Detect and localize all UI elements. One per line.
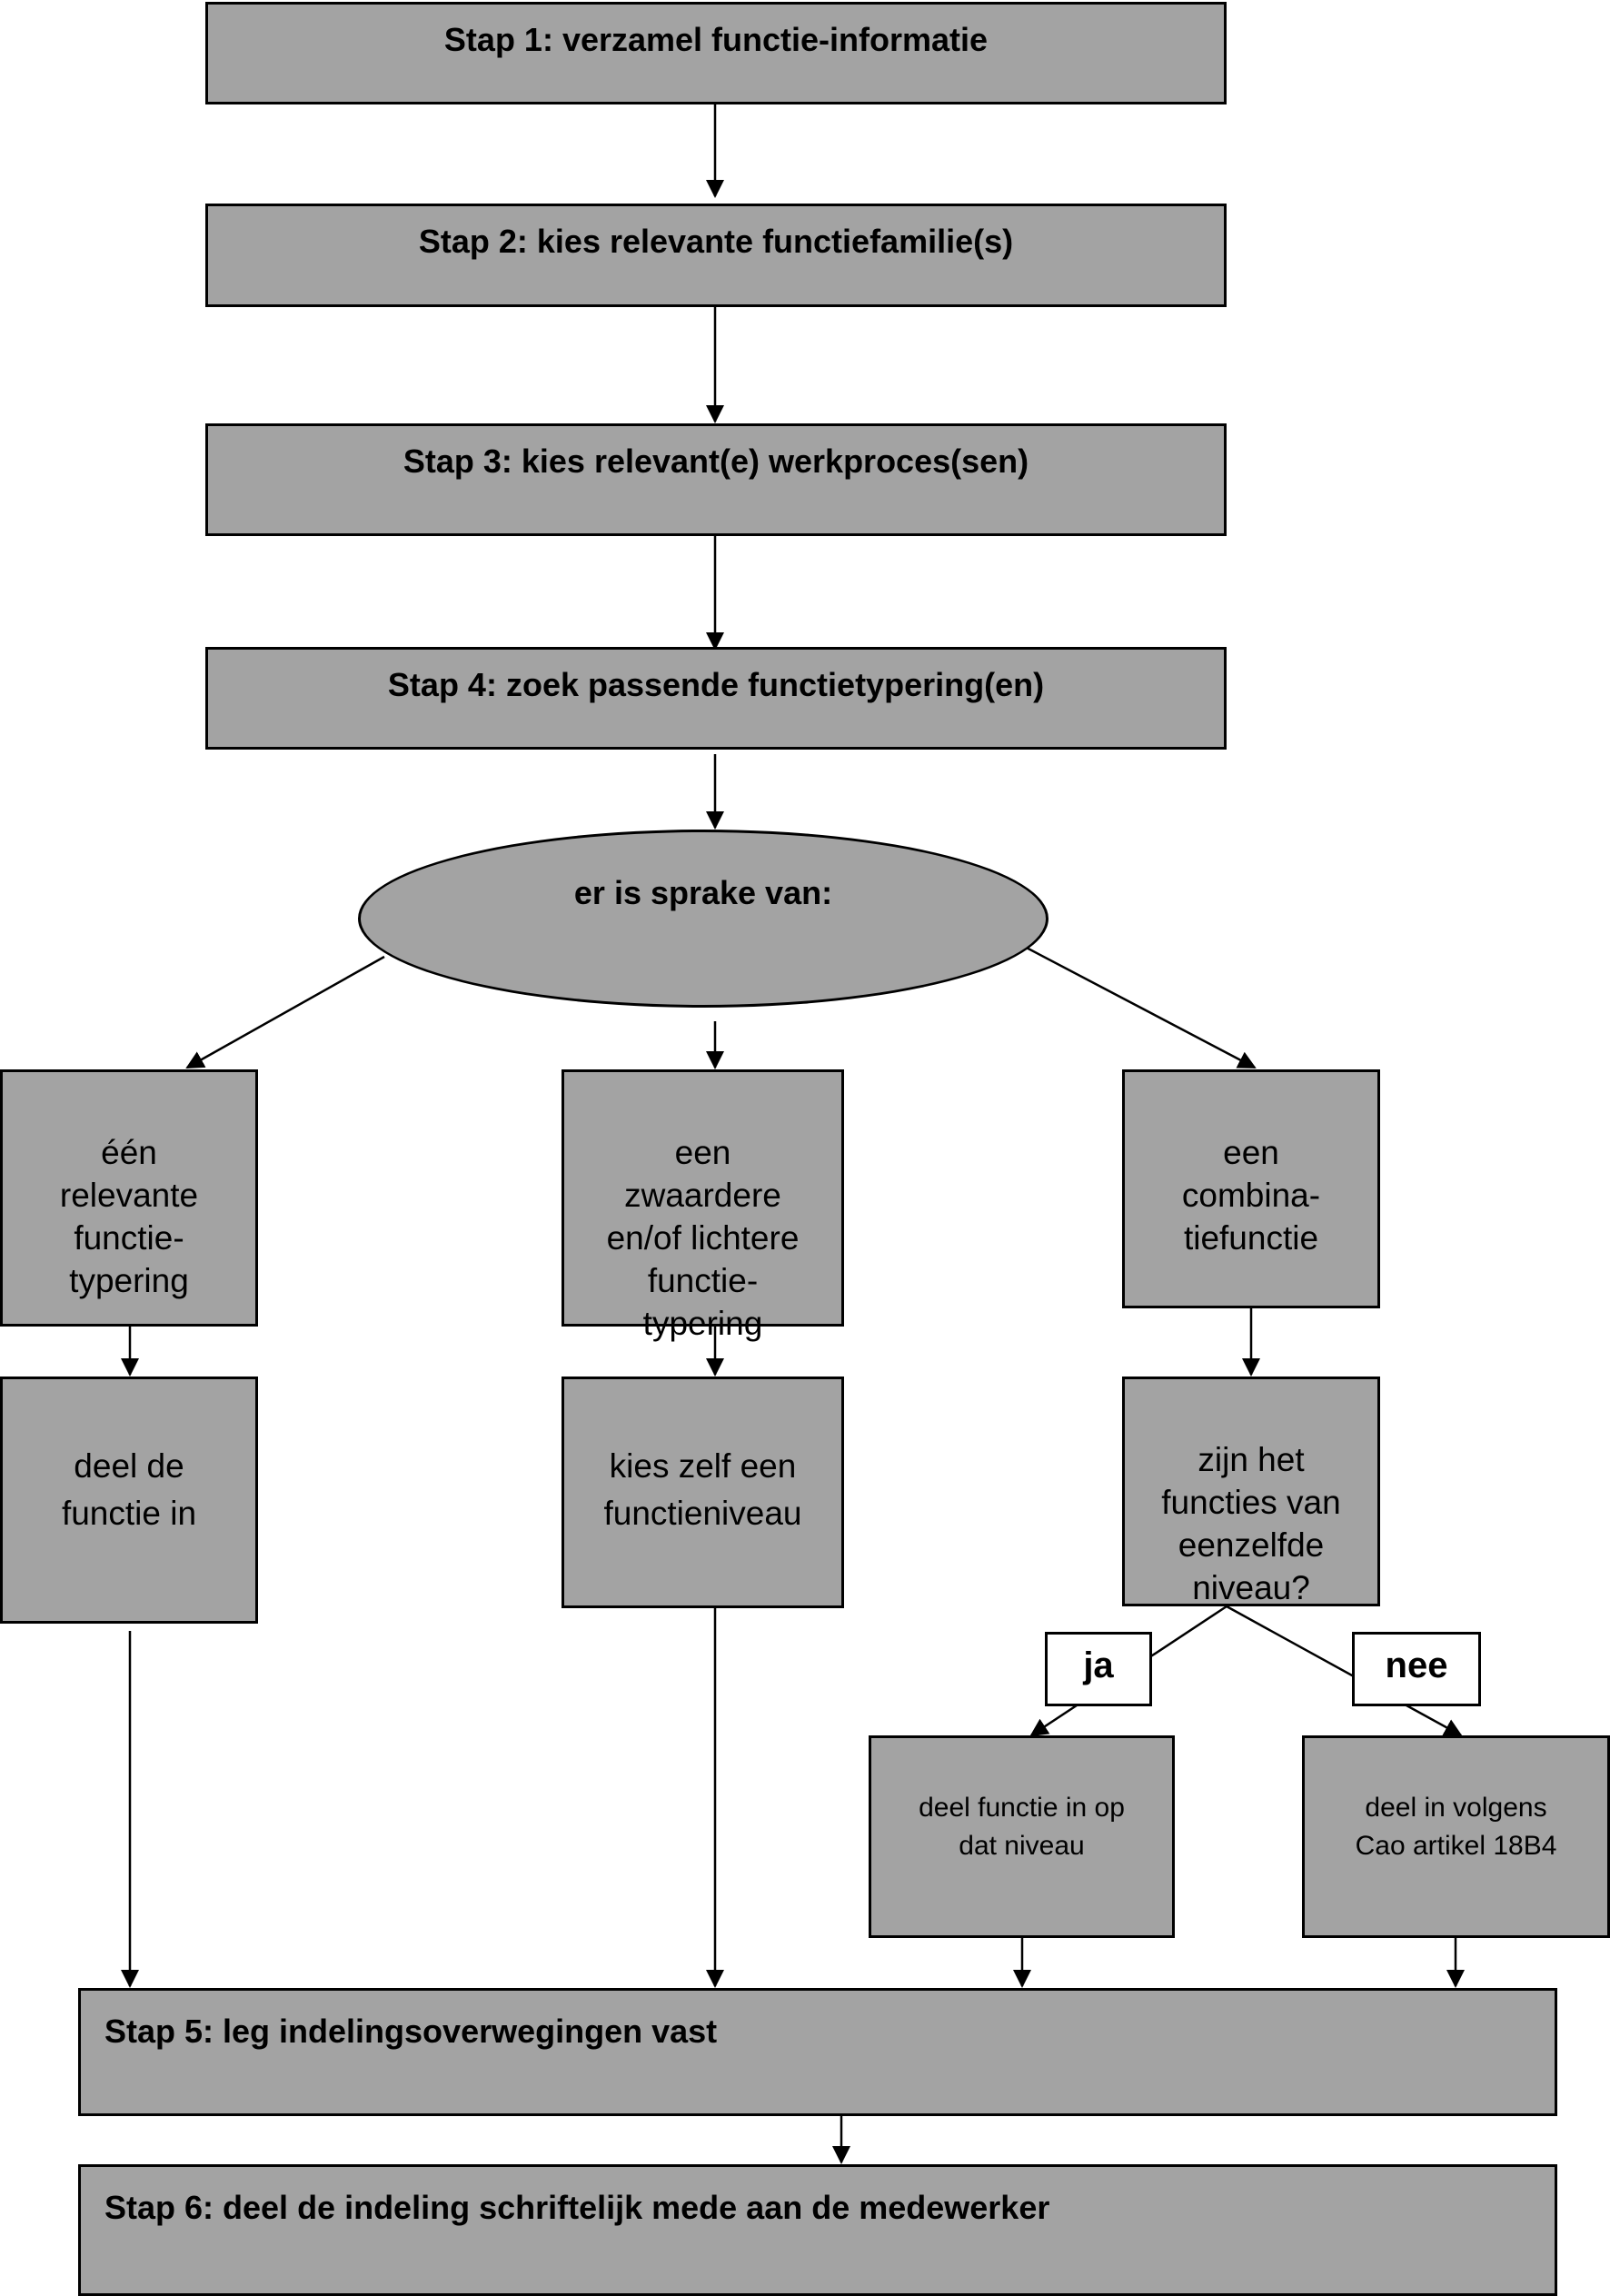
option-combination: een combina- tiefunctie [1122,1069,1380,1308]
arrow-decision-combination [1020,943,1257,1069]
outcome-no-text: deel in volgens Cao artikel 18B4 [1355,1793,1557,1861]
branch-label-yes: ja [1045,1632,1152,1706]
outcome-yes: deel functie in op dat niveau [869,1735,1175,1938]
question-same-level: zijn het functies van eenzelfde niveau? [1122,1377,1380,1606]
step-5-box: Stap 5: leg indelingsoverwegingen vast [78,1988,1557,2116]
branch-label-no-text: nee [1385,1645,1448,1685]
option-heavier-lighter-text: een zwaardere en/of lichtere functie- ty… [606,1134,800,1342]
step-1-text: Stap 1: verzamel functie-informatie [443,21,989,58]
option-combination-text: een combina- tiefunctie [1181,1134,1321,1257]
step-4-text: Stap 4: zoek passende functietypering(en… [387,666,1045,703]
branch-label-yes-text: ja [1083,1645,1114,1685]
question-same-level-text: zijn het functies van eenzelfde niveau? [1161,1441,1341,1606]
step-2-box: Stap 2: kies relevante functiefamilie(s) [205,204,1227,307]
action-choose-level-text: kies zelf een functieniveau [603,1447,802,1532]
option-one-text: één relevante functie- typering [59,1134,199,1299]
step-6-text: Stap 6: deel de indeling schriftelijk me… [104,2189,1050,2226]
decision-oval: er is sprake van: [358,830,1048,1008]
option-heavier-lighter: een zwaardere en/of lichtere functie- ty… [562,1069,844,1342]
outcome-yes-text: deel functie in op dat niveau [919,1793,1125,1861]
branch-label-no: nee [1352,1632,1481,1706]
step-3-text: Stap 3: kies relevant(e) werkproces(sen) [402,442,1029,480]
step-1-box: Stap 1: verzamel functie-informatie [205,2,1227,104]
step-2-text: Stap 2: kies relevante functiefamilie(s) [418,223,1014,260]
step-4-box: Stap 4: zoek passende functietypering(en… [205,647,1227,750]
decision-text: er is sprake van: [573,874,833,911]
step-6-box: Stap 6: deel de indeling schriftelijk me… [78,2164,1557,2296]
outcome-no: deel in volgens Cao artikel 18B4 [1302,1735,1610,1938]
option-one-typering: één relevante functie- typering [0,1069,258,1327]
arrow-question-no [1226,1605,1463,1737]
step-5-text: Stap 5: leg indelingsoverwegingen vast [104,2013,718,2050]
arrow-decision-one [185,955,385,1069]
step-3-box: Stap 3: kies relevant(e) werkproces(sen) [205,423,1227,536]
action-classify: deel de functie in [0,1377,258,1624]
action-choose-level: kies zelf een functieniveau [562,1377,844,1608]
action-classify-text: deel de functie in [61,1447,197,1532]
